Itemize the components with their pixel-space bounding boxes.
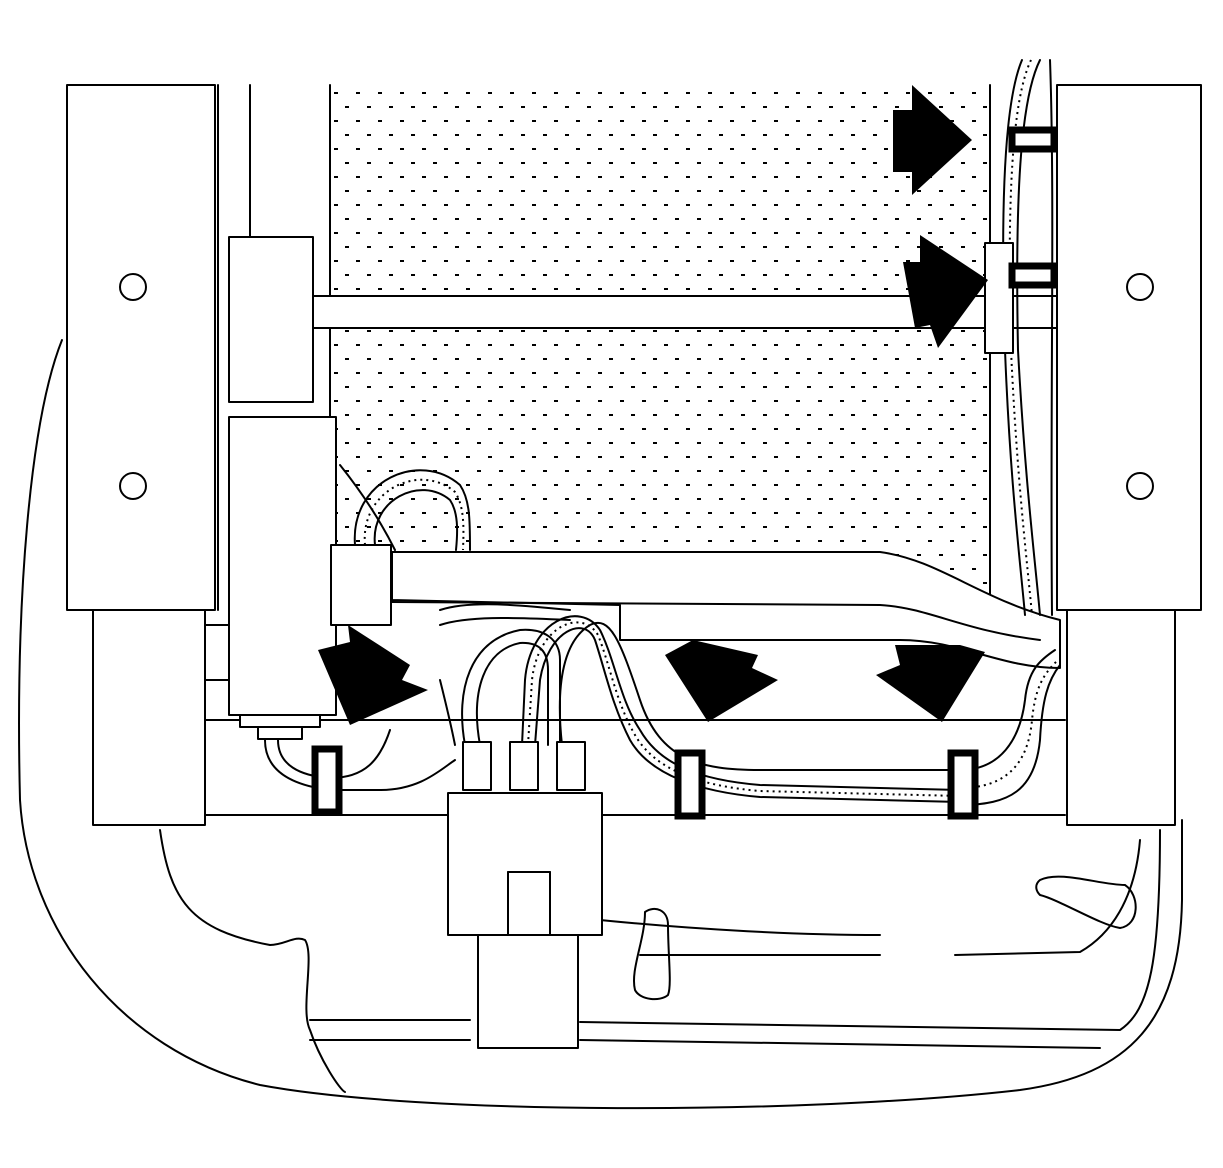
right-seat-rail [1056,84,1202,826]
seat-cushion-outline [18,339,1183,1110]
cushion-features [633,875,1137,1001]
harness-connector [447,741,603,1049]
seat-motor-modules [228,236,392,740]
rail-bolt-hole-icon [1126,472,1154,500]
rail-bolt-hole-icon [119,472,147,500]
retainer-clip-lower-right [947,749,979,820]
upper-module [228,236,314,403]
harness-retainer-clips [311,126,1058,820]
retainer-clip-upper-right [1008,126,1058,153]
arrow-down-left-icon [318,625,428,725]
left-seat-rail [66,84,251,826]
harness-junction-block [330,544,392,626]
arrow-right-middle-icon [903,235,988,348]
retainer-clip-lower-center [674,749,706,820]
retainer-clip-middle-right [1008,262,1058,289]
arrow-upper-right-icon [893,85,972,195]
right-vertical-harness [984,59,1054,616]
retainer-clip-lower-left [311,745,343,816]
indicator-arrows [318,85,988,725]
seat-pan-dotted-area [329,84,991,601]
rail-bolt-hole-icon [1126,273,1154,301]
rail-bolt-hole-icon [119,273,147,301]
arrow-down-center-icon [665,640,778,722]
lower-module [228,416,337,716]
arrow-down-right-icon [876,645,985,722]
